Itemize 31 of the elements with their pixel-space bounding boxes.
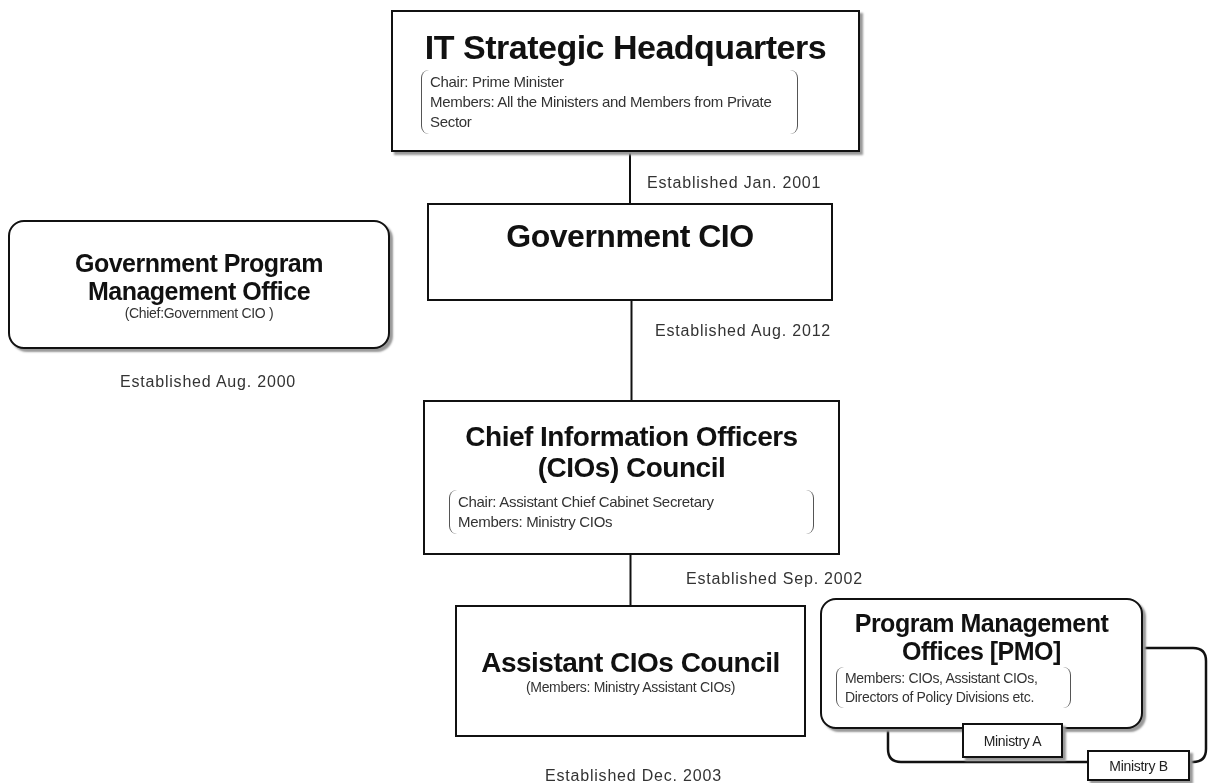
member-note: Chair: Assistant Chief Cabinet Secretary xyxy=(458,491,714,512)
established-date: Established Aug. 2000 xyxy=(120,373,297,391)
org-box xyxy=(391,10,860,152)
ministry-label: Ministry B xyxy=(1109,757,1168,774)
connector-line xyxy=(630,300,633,401)
node-title: Government CIO xyxy=(506,219,754,255)
established-date: Established Dec. 2003 xyxy=(545,767,722,783)
node-subtitle: (Chief:Government CIO ) xyxy=(124,304,274,321)
connector-line xyxy=(629,554,632,606)
node-title: Chief Information Officers (CIOs) Council xyxy=(464,420,799,484)
node-title: Assistant CIOs Council xyxy=(481,647,780,679)
node-title: IT Strategic Headquarters xyxy=(424,27,827,66)
member-note: Members: All the Ministers and Members from Private Sector xyxy=(430,91,773,133)
member-note: Chair: Prime Minister xyxy=(430,71,564,92)
org-box xyxy=(423,400,840,555)
member-note: Members: Ministry CIOs xyxy=(458,511,613,532)
established-date: Established Aug. 2012 xyxy=(655,322,832,340)
ministry-tag xyxy=(1087,750,1190,781)
node-title: Government Program Management Office xyxy=(74,248,324,305)
office-box xyxy=(820,598,1143,729)
established-date: Established Sep. 2002 xyxy=(686,570,863,588)
org-box xyxy=(427,203,833,301)
node-subtitle: (Members: Ministry Assistant CIOs) xyxy=(525,678,736,695)
ministry-tag xyxy=(962,723,1063,758)
connector-line xyxy=(629,151,631,204)
office-box xyxy=(8,220,390,349)
established-date: Established Jan. 2001 xyxy=(647,174,822,192)
ministry-label: Ministry A xyxy=(983,732,1042,749)
node-title: Program Management Offices [PMO] xyxy=(853,608,1110,665)
member-note: Members: CIOs, Assistant CIOs, Directors of Policy Divisions etc. xyxy=(845,668,1039,707)
org-box xyxy=(455,605,806,737)
